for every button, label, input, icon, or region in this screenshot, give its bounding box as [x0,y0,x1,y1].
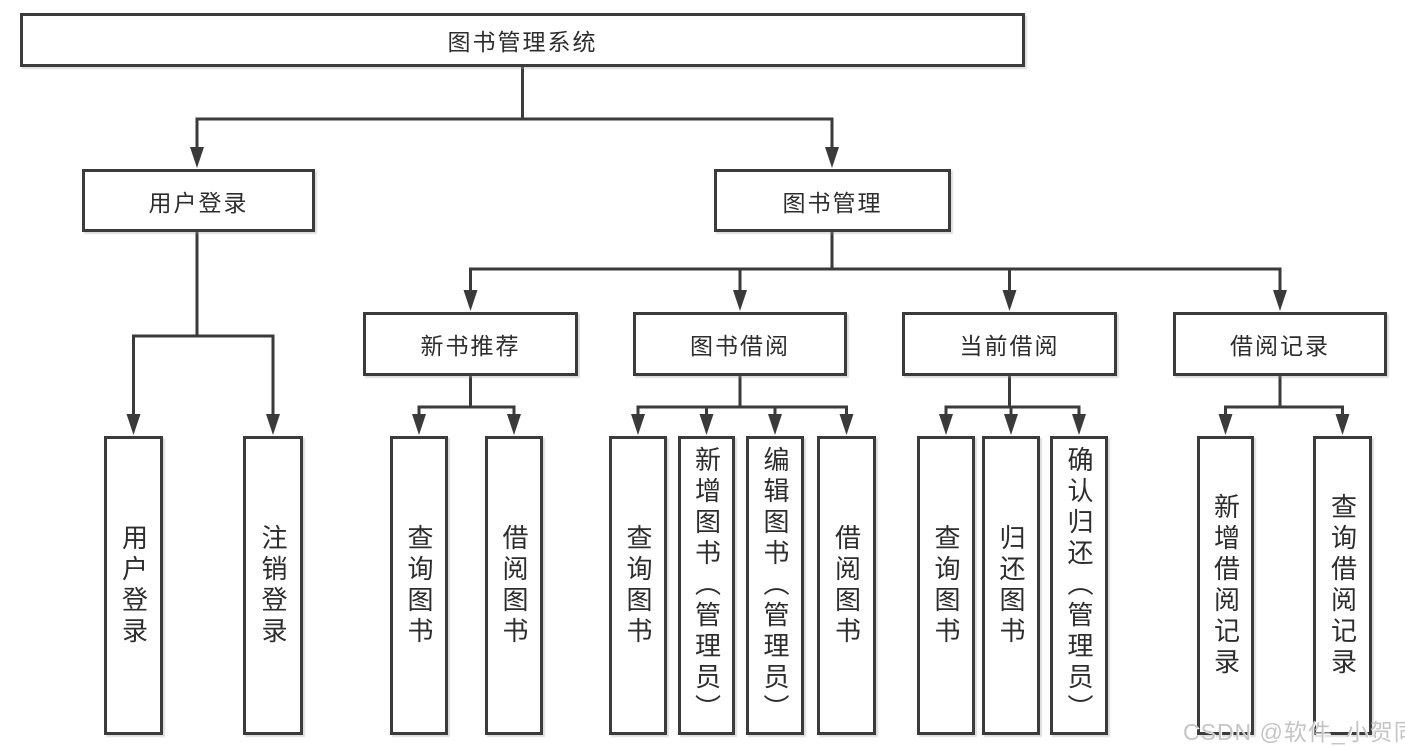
node-root-library-management-system: 图书管理系统 [20,13,1025,67]
leaf-logout: 注销登录 [243,436,303,735]
leaf-confirm-return-admin: 确认归还（管理员） [1050,436,1108,735]
leaf-borrow-books-newbook: 借阅图书 [485,436,543,735]
leaf-query-books-newbook: 查询图书 [390,436,448,735]
leaf-query-borrow-record: 查询借阅记录 [1313,436,1372,735]
node-book-borrowing: 图书借阅 [633,312,847,376]
node-borrowing-records: 借阅记录 [1173,312,1387,376]
leaf-borrow-books-borrowing: 借阅图书 [817,436,876,735]
leaf-query-books-borrowing: 查询图书 [609,436,667,735]
leaf-query-books-current: 查询图书 [917,436,975,735]
node-current-borrowing: 当前借阅 [902,312,1117,376]
leaf-edit-books-admin: 编辑图书（管理员） [746,436,804,735]
leaf-add-books-admin: 新增图书（管理员） [678,436,735,735]
leaf-return-books: 归还图书 [982,436,1040,735]
leaf-user-login: 用户登录 [104,436,163,735]
node-user-login: 用户登录 [82,169,315,232]
leaf-add-borrow-record: 新增借阅记录 [1197,436,1254,735]
node-new-book-recommendation: 新书推荐 [363,312,578,376]
node-book-management: 图书管理 [714,169,951,232]
csdn-watermark: CSDN @软件_小贺同学 [1183,719,1405,745]
